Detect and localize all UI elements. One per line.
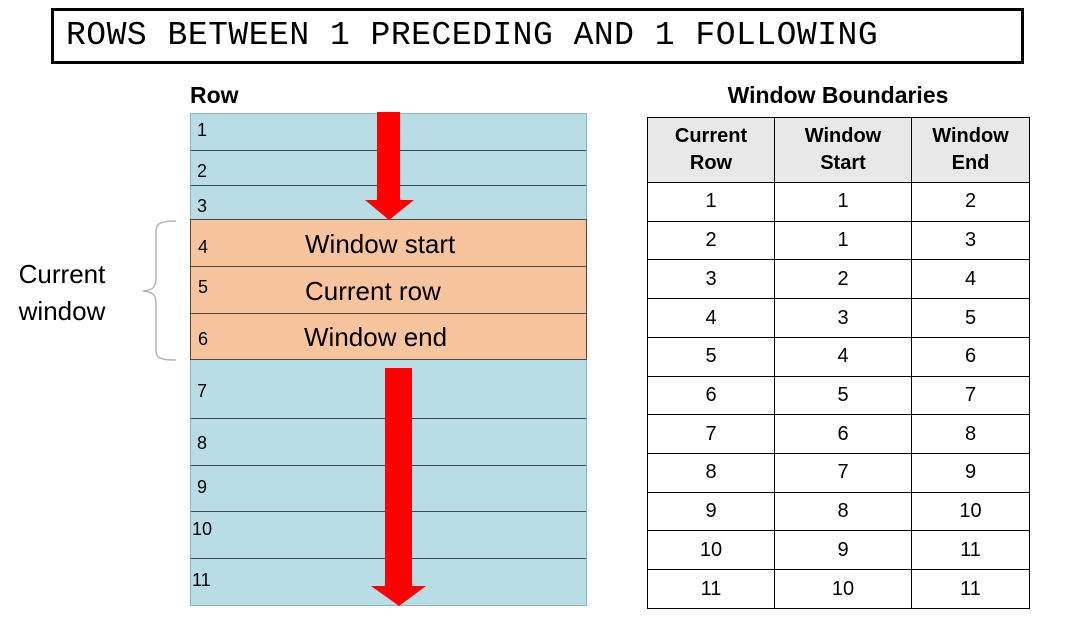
table-cell: 10: [911, 491, 1030, 532]
table-row: 3 2 4: [647, 259, 1030, 300]
table-cell: 3: [647, 259, 775, 300]
table-cell: 2: [647, 220, 775, 261]
row-number: 2: [197, 161, 208, 181]
row-number: 8: [197, 433, 208, 453]
bottom-arrow: [371, 368, 426, 606]
table-cell: 11: [911, 569, 1030, 609]
row-number: 9: [197, 477, 208, 497]
table-cell: 6: [647, 375, 775, 416]
row-number: 1: [197, 120, 208, 140]
row-number: 4: [198, 237, 209, 257]
table-cell: 8: [911, 414, 1030, 455]
table-cell: 9: [774, 530, 912, 571]
table-row: 6 5 7: [647, 375, 1030, 416]
window-boundaries-table: Current Row Window Start Window End 1 1 …: [647, 117, 1030, 609]
table-cell: 4: [647, 298, 775, 338]
table-cell: 1: [774, 220, 912, 261]
title-banner: ROWS BETWEEN 1 PRECEDING AND 1 FOLLOWING: [51, 8, 1024, 64]
table-cell: 7: [774, 453, 912, 493]
table-cell: 9: [911, 453, 1030, 493]
table-cell: 4: [911, 259, 1030, 300]
header-line: Window: [804, 125, 882, 147]
header-line: Row: [689, 152, 733, 174]
header-line: Current: [674, 125, 748, 147]
row-number: 10: [192, 519, 213, 539]
table-cell: 10: [774, 569, 912, 609]
current-row-label: Current row: [305, 276, 441, 306]
row-heading: Row: [190, 82, 239, 108]
row-number: 3: [197, 196, 208, 216]
table-cell: 1: [647, 182, 775, 222]
current-window-line: window: [18, 296, 106, 326]
current-window-box: 4 5 6 Window start Current row Window en…: [190, 219, 587, 360]
header-line: End: [951, 152, 990, 174]
table-row: 10 9 11: [647, 530, 1030, 571]
table-cell: 5: [647, 336, 775, 377]
table-cell: 11: [911, 530, 1030, 571]
table-row: 4 3 5: [647, 298, 1030, 338]
table-header-row: Current Row Window Start Window End: [647, 117, 1030, 183]
table-cell: 2: [774, 259, 912, 300]
column-header-window-end: Window End: [911, 117, 1030, 183]
window-divider: [191, 313, 586, 314]
table-cell: 8: [647, 453, 775, 493]
table-cell: 1: [774, 182, 912, 222]
table-cell: 11: [647, 569, 775, 609]
table-cell: 6: [774, 414, 912, 455]
table-row: 11 10 11: [647, 569, 1030, 609]
table-row: 1 1 2: [647, 182, 1030, 222]
table-cell: 2: [911, 182, 1030, 222]
row-number: 7: [197, 381, 208, 401]
table-cell: 7: [647, 414, 775, 455]
table-cell: 7: [911, 375, 1030, 416]
table-row: 5 4 6: [647, 336, 1030, 377]
row-number: 6: [198, 329, 209, 349]
header-line: Window: [932, 125, 1009, 147]
table-row: 9 8 10: [647, 491, 1030, 532]
table-cell: 8: [774, 491, 912, 532]
column-header-window-start: Window Start: [774, 117, 912, 183]
window-brace: [142, 220, 177, 361]
table-cell: 6: [911, 336, 1030, 377]
table-cell: 5: [774, 375, 912, 416]
table-title: Window Boundaries: [727, 82, 949, 108]
current-window-label: Current window: [12, 256, 112, 330]
column-header-current-row: Current Row: [647, 117, 775, 183]
table-row: 2 1 3: [647, 220, 1030, 261]
top-arrow: [365, 112, 414, 220]
header-line: Start: [820, 152, 866, 174]
table-cell: 4: [774, 336, 912, 377]
table-row: 8 7 9: [647, 453, 1030, 493]
row-number: 5: [198, 277, 209, 297]
current-window-line: Current: [18, 259, 106, 289]
window-divider: [191, 266, 586, 267]
table-cell: 3: [774, 298, 912, 338]
table-row: 7 6 8: [647, 414, 1030, 455]
table-cell: 10: [647, 530, 775, 571]
row-number: 11: [192, 570, 211, 590]
window-end-label: Window end: [304, 322, 448, 352]
table-cell: 9: [647, 491, 775, 532]
table-cell: 5: [911, 298, 1030, 338]
table-cell: 3: [911, 220, 1030, 261]
window-start-label: Window start: [305, 229, 456, 259]
